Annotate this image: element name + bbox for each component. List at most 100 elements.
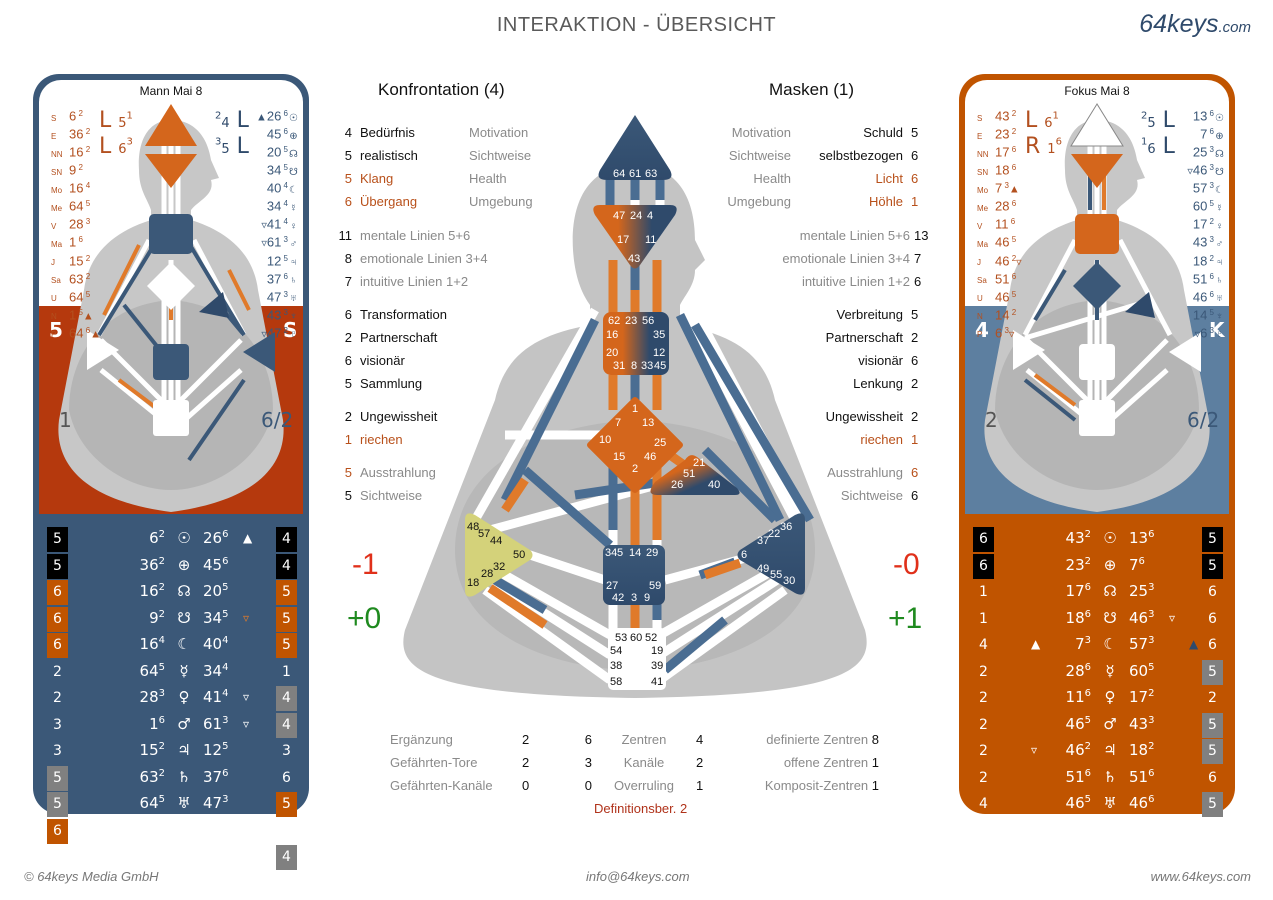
variable-label: Umgebung (727, 194, 791, 209)
gate-number: 43 (995, 108, 1010, 124)
line-number: 2 (1009, 109, 1017, 118)
item-label: Verbreitung (836, 307, 904, 322)
gate-label: 34 (605, 547, 617, 559)
planet-icon: ☉ (289, 112, 298, 124)
gate-number: 43 (1129, 714, 1149, 733)
right-line-cell: 3 (1208, 822, 1217, 839)
gate-number: 18 (1129, 741, 1149, 759)
variable-label: Umgebung (469, 194, 533, 209)
design-gate: 73 (1031, 635, 1091, 653)
marker-icon: ▿ (1194, 328, 1201, 341)
count: 4 (344, 125, 352, 140)
planet-icon: ♃ (289, 257, 298, 269)
gate-labels: 64 61 63 47 24 4 17 11 43 62 23 56 16 35… (599, 168, 795, 604)
line-number: 4 (222, 661, 229, 673)
gate-label: 42 (612, 592, 624, 604)
gate-label: 60 (630, 632, 642, 644)
footer-copyright: © 64keys Media GmbH (24, 869, 159, 884)
gate-number: 40 (266, 180, 282, 196)
gate-label: 30 (783, 575, 795, 587)
konfrontation-title: Konfrontation (4) (378, 80, 505, 99)
item-label: visionär (858, 353, 903, 368)
gate-number: 16 (139, 635, 159, 653)
left-profile-left: 1 (59, 408, 72, 432)
footer-website[interactable]: www.64keys.com (1150, 869, 1251, 884)
right-line-cell: 5 (1202, 712, 1223, 738)
line-number: 6 (1084, 688, 1091, 699)
planet-label: J (977, 258, 981, 268)
lines-label: emotionale Linien 3+4 (360, 251, 488, 266)
stat-value-b: 2 (696, 755, 704, 770)
item-label: Sichtweise (840, 488, 903, 503)
gate-label: 27 (606, 580, 618, 592)
line-number: 4 (83, 181, 91, 191)
planet-icon: ♀ (178, 688, 190, 706)
line-number: 2 (158, 582, 165, 593)
left-line-cell: 1 (979, 584, 988, 600)
brand-main: 64keys (1139, 10, 1219, 38)
gate-label: 50 (513, 549, 525, 561)
planet-label: SN (51, 167, 63, 177)
gate-number: 18 (1192, 253, 1208, 269)
gate-label: 2 (632, 463, 638, 475)
gate-number: 63 (139, 767, 159, 786)
personality-gate: 456 (203, 556, 263, 574)
planet-icon: ♂ (1215, 239, 1224, 251)
item-label: Ungewissheit (825, 409, 903, 424)
spleen-center (465, 513, 533, 597)
planet-icon: ♀ (289, 221, 298, 233)
left-person-panel: Mann Mai 8 5 S 1 6/2 L 51 L 63 24 L 35 L… (33, 74, 309, 870)
variable-value: Klang (360, 171, 394, 186)
marker-icon: ▿ (1169, 849, 1176, 863)
left-line-cell: 5 (47, 765, 68, 791)
gate-label: 6 (741, 549, 747, 561)
gate-number: 11 (1065, 688, 1085, 706)
planet-label: Ma (51, 240, 63, 250)
planet-icon: ♆ (1215, 311, 1224, 323)
marker-icon: ▲ (90, 328, 102, 341)
line-number: 2 (222, 847, 229, 858)
line-number: 6 (1148, 767, 1155, 779)
personality-gate: 414 (203, 688, 263, 706)
planet-icon: ♇ (1215, 329, 1224, 341)
personality-row: ▿47 2♇ (256, 324, 299, 342)
design-gate: 432 (1031, 529, 1091, 547)
gate-number: 14 (995, 307, 1010, 323)
planet-icon: ☉ (1215, 112, 1224, 124)
stat-value: 1 (871, 778, 879, 793)
konfrontation-score-positive: +0 (347, 602, 382, 635)
count: 2 (911, 330, 919, 345)
line-number: 6 (222, 529, 229, 540)
gate-label: 9 (644, 592, 650, 604)
right-line-cell: 5 (1202, 659, 1223, 685)
personality-row: 7 6⊕ (1187, 125, 1225, 143)
gate-number: 26 (203, 529, 223, 547)
line-number: 5 (1148, 661, 1155, 673)
planet-icon: ♅ (1103, 794, 1117, 812)
right-profile-right: 6/2 (1187, 408, 1220, 432)
gate-number: 17 (1192, 217, 1208, 233)
brand-logo[interactable]: 64keys.com (1139, 10, 1251, 39)
item-label: Ungewissheit (360, 409, 438, 424)
marker-icon: ▿ (243, 716, 250, 731)
footer-email[interactable]: info@64keys.com (586, 869, 690, 884)
right-person-name: Fokus Mai 8 (1064, 84, 1130, 98)
count: 6 (344, 194, 352, 209)
gate-label: 48 (467, 521, 479, 533)
